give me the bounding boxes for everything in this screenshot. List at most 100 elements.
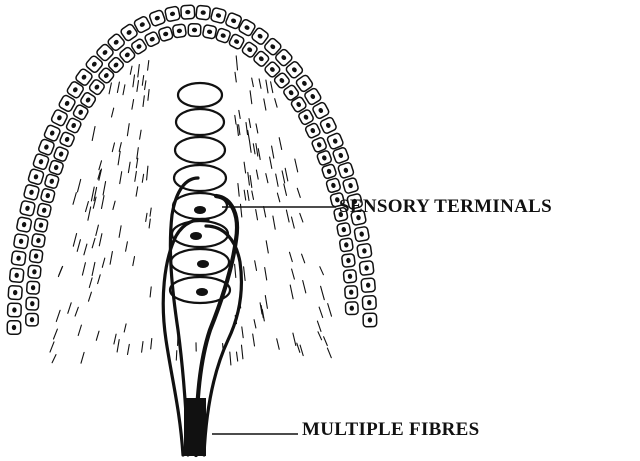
epithelial-cell [28, 168, 45, 185]
stroma-dash [118, 151, 120, 165]
receptor-cell [176, 109, 224, 135]
epithelial-cell [34, 218, 49, 233]
stroma-dash [252, 78, 254, 87]
stroma-dash [99, 161, 102, 170]
stroma-dash [253, 334, 255, 346]
stroma-dash [272, 146, 274, 158]
stroma-dash [146, 213, 147, 221]
stroma-dash [113, 201, 115, 209]
stroma-dash [56, 310, 60, 321]
epithelial-cell [27, 281, 40, 294]
stroma-dash [142, 76, 143, 86]
epithelial-cell [40, 188, 55, 203]
stroma-dash [279, 138, 282, 150]
stroma-dash [266, 174, 268, 183]
sensory-terminals-label: SENSORY TERMINALS [339, 196, 552, 218]
epithelial-cell [32, 153, 49, 170]
epithelial-cell [53, 146, 69, 162]
epithelial-cell [165, 6, 181, 22]
epithelial-cell [172, 24, 186, 38]
epithelial-cell [149, 10, 166, 27]
stroma-dash [284, 184, 287, 195]
stroma-dash [98, 275, 101, 284]
stroma-dash [319, 307, 323, 317]
stroma-dash [265, 296, 267, 309]
stroma-dash [266, 241, 268, 253]
stroma-dash [124, 324, 126, 332]
stroma-dash [114, 334, 116, 344]
stroma-dash [290, 252, 293, 261]
epithelial-cell [342, 177, 359, 194]
stroma-dash [84, 244, 87, 255]
epithelial-cell [337, 222, 351, 236]
stroma-dash [143, 96, 144, 107]
epithelial-cell [26, 297, 39, 310]
stroma-dash [128, 162, 130, 172]
epithelial-cell [26, 313, 38, 325]
stroma-dash [237, 352, 238, 361]
stroma-dash [270, 157, 272, 168]
stroma-dash [285, 168, 288, 181]
epithelial-cell [345, 302, 358, 315]
epithelial-cell [7, 303, 21, 317]
epithelial-cell [37, 203, 52, 218]
stroma-dash [302, 254, 305, 263]
stroma-dash [300, 213, 303, 222]
stroma-dash [59, 266, 63, 275]
epithelial-cell [48, 160, 64, 176]
epithelial-cell [158, 26, 174, 42]
epithelial-cell [44, 174, 59, 189]
stroma-dash [292, 269, 295, 279]
stroma-dash [328, 304, 332, 317]
stroma-dash [73, 234, 76, 247]
stroma-dash [103, 182, 106, 195]
epithelial-cell [196, 5, 211, 20]
epithelial-cell [215, 28, 231, 44]
stroma-dash [254, 320, 256, 328]
epithelial-cell [345, 286, 358, 299]
epithelial-cell [144, 31, 161, 48]
stroma-dash [86, 202, 89, 212]
nerve-fibres [163, 178, 241, 456]
epithelial-cell [361, 278, 375, 292]
stroma-dash [123, 85, 125, 95]
stroma-dash [242, 327, 243, 338]
stroma-dash [264, 207, 266, 218]
stroma-dash [237, 125, 238, 136]
stroma-dash [96, 331, 99, 340]
fibre-bundle [184, 398, 206, 456]
stroma-dash [89, 278, 92, 288]
stroma-dash [148, 61, 149, 71]
epithelial-cell [321, 164, 337, 180]
stroma-dash [297, 343, 300, 352]
stroma-dash [133, 75, 135, 87]
epithelial-cell [19, 200, 35, 216]
stroma-dash [297, 188, 300, 197]
stroma-dash [102, 196, 105, 209]
stroma-dash [265, 268, 267, 280]
epithelial-cell [50, 109, 68, 127]
stroma-dash [142, 174, 143, 182]
stroma-dash [140, 130, 142, 139]
epithelial-cell [28, 265, 41, 278]
stroma-dash [317, 321, 321, 331]
stroma-dash [256, 210, 258, 220]
stroma-dash [303, 281, 306, 293]
stroma-dash [256, 124, 258, 133]
epithelial-cell [210, 7, 226, 23]
stroma-dash [238, 184, 239, 197]
stroma-dash [133, 257, 135, 266]
epithelial-cell [332, 147, 349, 164]
epithelial-cell [8, 285, 22, 299]
receptor-nucleus [190, 232, 202, 240]
stroma-dash [255, 261, 257, 271]
stroma-dash [112, 143, 114, 152]
epithelial-cell [65, 117, 82, 134]
stroma-dash [259, 79, 261, 88]
stroma-dash [295, 159, 298, 172]
epithelial-cell [357, 243, 372, 258]
stroma-dash [275, 99, 277, 108]
stroma-dash [292, 217, 295, 228]
stroma-dash [244, 162, 246, 173]
